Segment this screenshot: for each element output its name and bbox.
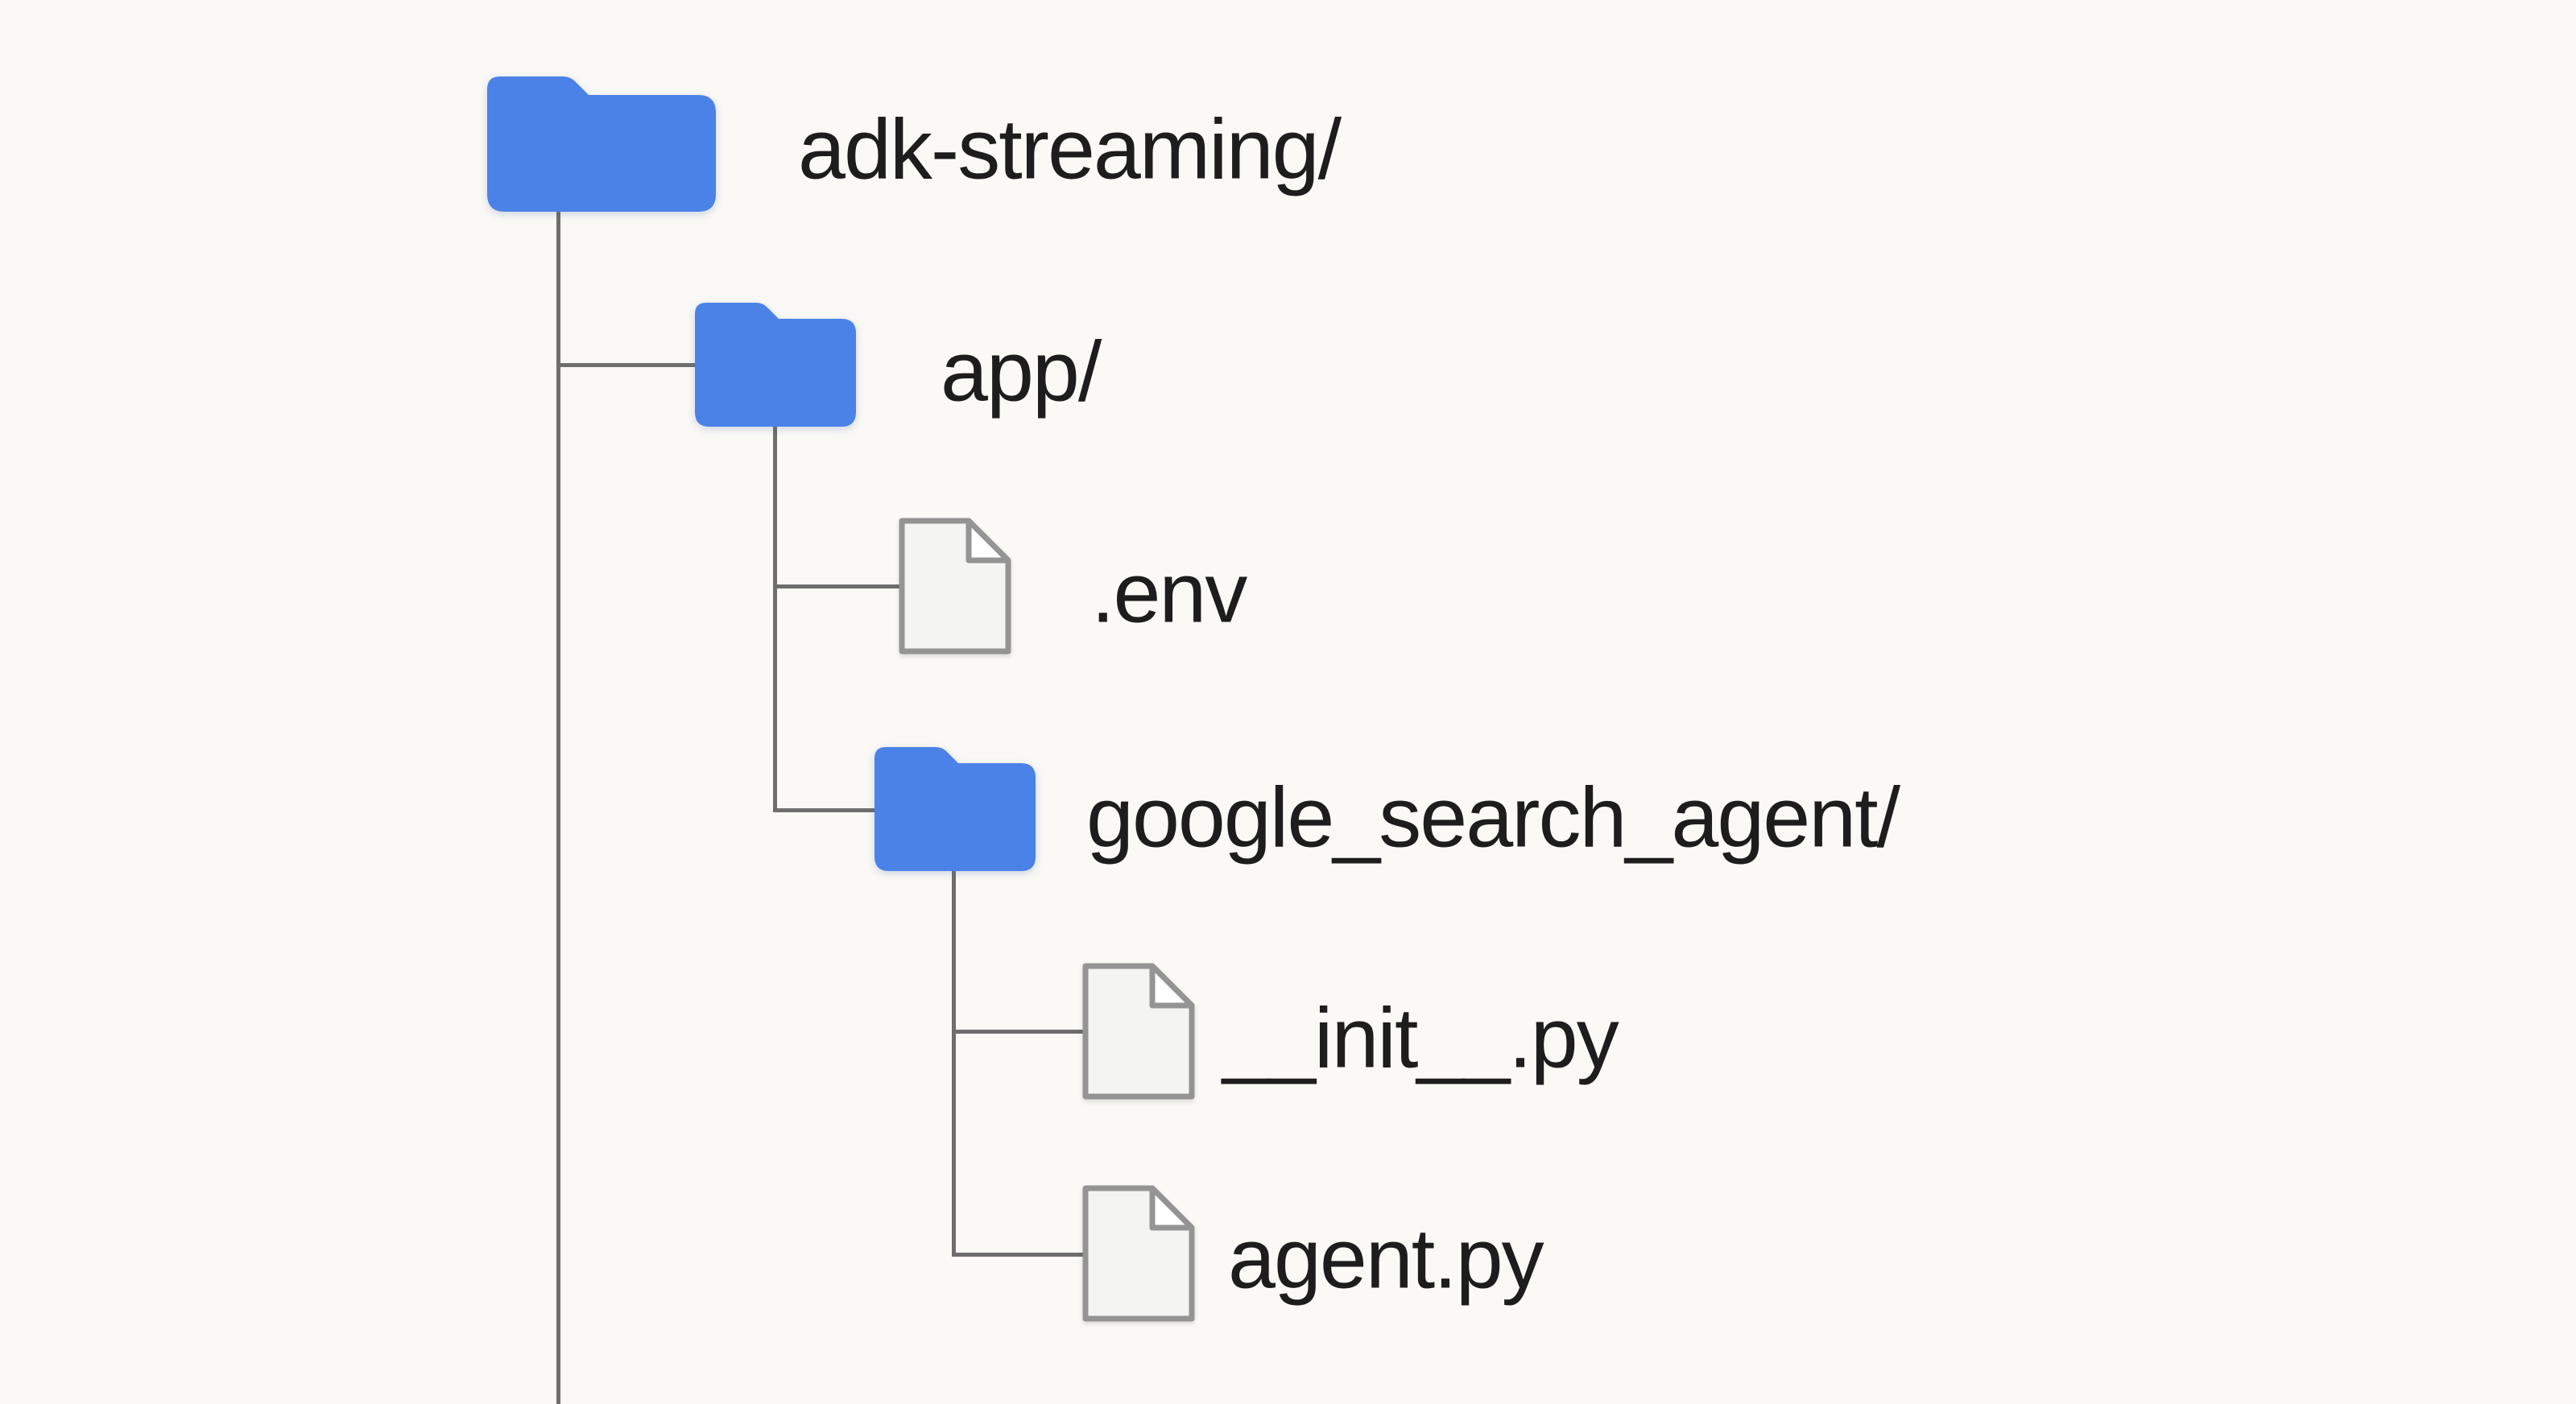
node-label-app: app/ — [941, 324, 1102, 419]
folder-icon — [695, 303, 856, 427]
node-label-google-search-agent: google_search_agent/ — [1086, 770, 1900, 865]
connector-env — [773, 584, 900, 588]
file-icon — [1082, 1185, 1195, 1322]
folder-icon — [487, 76, 716, 212]
file-icon — [899, 518, 1011, 655]
node-label-agent-py: agent.py — [1228, 1211, 1544, 1307]
connector-app — [556, 363, 697, 367]
node-label-env: .env — [1091, 545, 1247, 641]
trunk-line-root — [556, 208, 560, 1404]
trunk-line-google-search-agent — [952, 869, 956, 1257]
file-icon — [1082, 963, 1195, 1100]
connector-init-py — [952, 1030, 1085, 1034]
node-label-init-py: __init__.py — [1222, 990, 1619, 1086]
folder-icon — [875, 747, 1036, 871]
connector-agent-py — [952, 1253, 1085, 1257]
node-label-adk-streaming: adk-streaming/ — [798, 101, 1342, 197]
connector-google-search-agent — [773, 808, 876, 812]
trunk-line-app — [773, 424, 777, 812]
